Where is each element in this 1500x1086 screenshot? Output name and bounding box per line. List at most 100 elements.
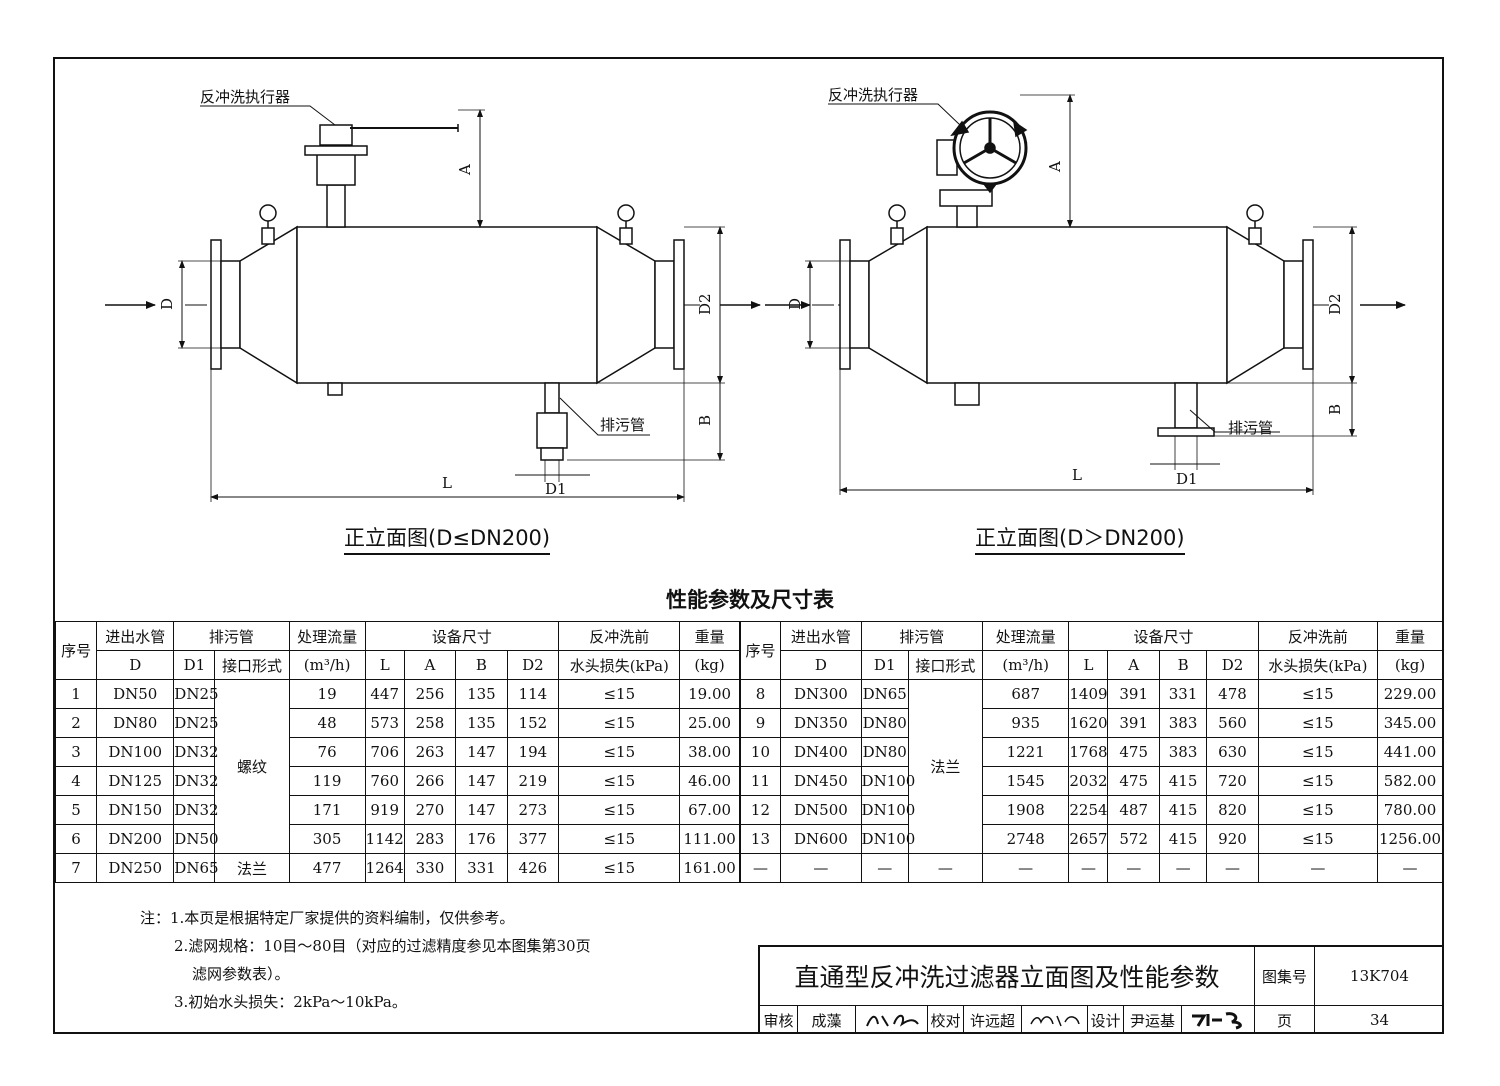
hdr-weight-2: 重量 [1377, 621, 1443, 651]
cell-d1: DN80 [860, 737, 909, 767]
hdr-b: B [455, 650, 508, 680]
conn-thread-cell: 螺纹 [214, 679, 290, 854]
cell-n: 7 [54, 853, 98, 883]
cell-loss: ≤15 [1257, 737, 1379, 767]
cell-n: 5 [54, 795, 98, 825]
cell-A: 330 [403, 853, 457, 883]
hdr-pipe-2: 进出水管 [780, 621, 862, 651]
cell-A: 572 [1107, 824, 1160, 854]
hdr-seq-2: 序号 [738, 621, 782, 680]
cell-d1: DN100 [860, 766, 915, 796]
cell-loss: ≤15 [558, 766, 681, 796]
review-label: 审核 [760, 1006, 798, 1034]
cell-flow: 1221 [981, 737, 1070, 767]
left-dim-b: B [696, 415, 714, 426]
cell-B: 415 [1158, 766, 1208, 796]
right-dim-a: A [1046, 161, 1064, 173]
cell-L: 760 [364, 766, 405, 796]
hdr-d1: D1 [173, 650, 216, 680]
hdr-b-2: B [1158, 650, 1208, 680]
right-drain-label: 排污管 [1228, 419, 1273, 437]
hdr-weight: 重量 [679, 621, 741, 651]
hdr-flow-2: 处理流量 [981, 621, 1070, 651]
cell-D2: 426 [506, 853, 560, 883]
left-dim-d1: D1 [545, 480, 567, 498]
left-caption: 正立面图(D≤DN200) [344, 522, 551, 555]
cell-A: 283 [403, 824, 457, 854]
cell-loss: ≤15 [558, 679, 681, 709]
page-label: 页 [1255, 1006, 1315, 1034]
hdr-pipe-d-2: D [780, 650, 862, 680]
hdr-d2-2: D2 [1206, 650, 1259, 680]
cell-A: 258 [403, 708, 457, 738]
reviewer-signature [856, 1006, 928, 1034]
cell-L: 1768 [1068, 737, 1109, 767]
hdr-a: A [403, 650, 457, 680]
cell-L: 1142 [364, 824, 405, 854]
hdr-loss-2: 反冲洗前 [1257, 621, 1379, 651]
cell-empty: — [1068, 853, 1109, 883]
hdr-weight-unit: (kg) [679, 650, 741, 680]
cell-A: 266 [403, 766, 457, 796]
cell-D2: 152 [506, 708, 560, 738]
cell-flow: 48 [288, 708, 366, 738]
cell-B: 147 [455, 737, 508, 767]
designer-signature [1182, 1006, 1255, 1034]
drawing-frame [53, 57, 1444, 1034]
note-1: 注：1.本页是根据特定厂家提供的资料编制，仅供参考。 [140, 909, 515, 927]
hdr-l: L [364, 650, 405, 680]
cell-n: 8 [738, 679, 782, 709]
conn-flange-cell: 法兰 [214, 853, 290, 883]
right-dim-d: D [786, 298, 804, 310]
hdr-flow-unit-2: (m³/h) [981, 650, 1070, 680]
cell-flow: 76 [288, 737, 366, 767]
right-dim-l: L [1072, 466, 1082, 484]
hdr-conn-2: 接口形式 [907, 650, 983, 680]
cell-L: 2657 [1068, 824, 1109, 854]
left-dim-d2: D2 [696, 293, 714, 315]
cell-d1: DN25 [173, 708, 219, 738]
cell-D2: 560 [1206, 708, 1259, 738]
hdr-weight-unit-2: (kg) [1377, 650, 1443, 680]
cell-loss: ≤15 [558, 853, 681, 883]
cell-loss: ≤15 [1257, 766, 1379, 796]
cell-B: 135 [455, 679, 508, 709]
cell-empty: — [1377, 853, 1443, 883]
right-filter-drawing [765, 94, 1406, 495]
cell-d1: DN80 [860, 708, 909, 738]
atlas-label: 图集号 [1255, 947, 1315, 1006]
hdr-loss-unit: 水头损失(kPa) [558, 650, 681, 680]
cell-D2: 377 [506, 824, 560, 854]
cell-flow: 19 [288, 679, 366, 709]
cell-d1: DN65 [173, 853, 219, 883]
cell-flow: 477 [288, 853, 366, 883]
cell-d1: DN25 [173, 679, 219, 709]
cell-empty: — [907, 853, 983, 883]
cell-D2: 920 [1206, 824, 1259, 854]
cell-w: 229.00 [1377, 679, 1443, 709]
check-label: 校对 [928, 1006, 964, 1034]
note-2a: 2.滤网规格：10目～80目（对应的过滤精度参见本图集第30页 [174, 937, 591, 955]
notes: 注：1.本页是根据特定厂家提供的资料编制，仅供参考。 2.滤网规格：10目～80… [140, 904, 591, 1016]
conn-flange-cell: 法兰 [907, 679, 983, 854]
cell-w: 780.00 [1377, 795, 1443, 825]
cell-flow: 687 [981, 679, 1070, 709]
cell-B: 147 [455, 795, 508, 825]
cell-flow: 171 [288, 795, 366, 825]
cell-n: 1 [54, 679, 98, 709]
hdr-loss: 反冲洗前 [558, 621, 681, 651]
hdr-flow: 处理流量 [288, 621, 366, 651]
cell-n: 4 [54, 766, 98, 796]
hdr-a-2: A [1107, 650, 1160, 680]
cell-flow: 935 [981, 708, 1070, 738]
cell-empty: — [1206, 853, 1259, 883]
designer-name: 尹运基 [1124, 1006, 1182, 1034]
hdr-dims: 设备尺寸 [364, 621, 560, 651]
cell-flow: 119 [288, 766, 366, 796]
right-dim-d2: D2 [1326, 293, 1344, 315]
cell-A: 263 [403, 737, 457, 767]
cell-n: 9 [738, 708, 782, 738]
cell-d1: DN100 [860, 824, 915, 854]
cell-n: 3 [54, 737, 98, 767]
